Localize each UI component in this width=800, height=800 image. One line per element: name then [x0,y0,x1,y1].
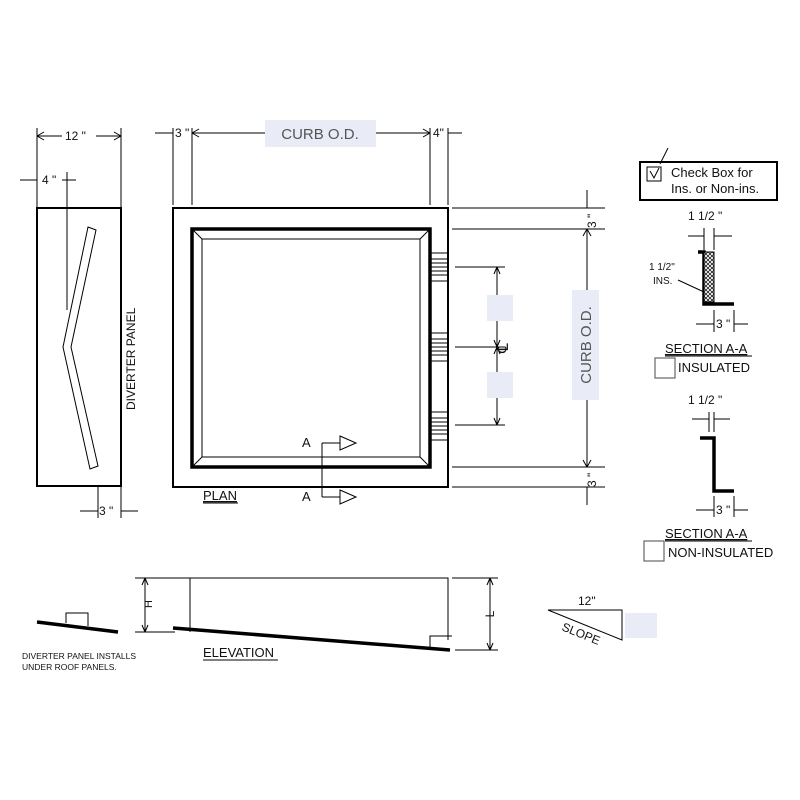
diverter-dim-width: 12 " [65,129,86,143]
hinge-bottom [429,411,449,441]
hinge-middle [429,332,449,362]
install-note-line1: DIVERTER PANEL INSTALLS [22,651,136,661]
plan-opening [201,238,421,458]
slope-triangle [547,609,623,641]
elevation-dim-l: L [483,610,497,617]
insulated-checkbox[interactable] [654,357,676,379]
elevation-dim-h: H [143,600,155,608]
section-insulated: 1 1/2 " 1 1/2" INS. 3 " SECTION A-A INSU… [649,209,752,379]
insulation-hatch [703,251,715,303]
section-marker-bottom: A [302,489,311,504]
nonins-dim-bottom: 3 " [716,503,730,517]
insulated-option-label: INSULATED [678,360,750,375]
diverter-dim-inset: 4 " [42,173,56,187]
plan-dim-right: 4" [433,126,444,140]
plan-dim-bottom-right: 3 " [585,473,599,487]
legend-text-line1: Check Box for [671,165,753,180]
elevation-view: H L ELEVATION DIVERTER PANEL INSTALLS UN… [22,577,498,672]
diverter-panel-outline [36,207,122,487]
elevation-base [172,626,451,652]
diverter-dim-bottom: 3 " [99,504,113,518]
slope-indicator: 12" SLOPE [547,594,657,648]
nonins-section-profile [700,436,734,493]
ins-dim-top: 1 1/2 " [688,209,722,223]
elevation-title: ELEVATION [203,645,274,660]
slope-rise-field[interactable] [625,613,657,638]
ins-label-line1: 1 1/2" [649,262,675,273]
section-noninsulated: 1 1/2 " 3 " SECTION A-A NON-INSULATED [643,393,773,562]
plan-dim-left: 3 " [175,126,189,140]
curb-od-top-label: CURB O.D. [281,126,359,143]
ins-section-profile [698,250,734,306]
plan-inner-frame [190,227,432,469]
legend-box [639,161,778,201]
ins-dim-bottom: 3 " [716,317,730,331]
hinge-spacing-field-bottom[interactable] [487,372,513,398]
centerline-symbol: ℄ [495,343,512,354]
diverter-blade [62,226,99,470]
ins-label-line2: INS. [653,276,672,287]
plan-title: PLAN [203,488,237,503]
install-note-line2: UNDER ROOF PANELS. [22,662,117,672]
slope-label: SLOPE [560,620,602,648]
curb-od-right-field[interactable] [572,290,599,400]
nonins-section-title: SECTION A-A [665,526,748,541]
legend-checkbox[interactable] [646,166,662,182]
ins-section-title: SECTION A-A [665,341,748,356]
curb-od-right-label: CURB O.D. [578,306,595,384]
plan-view: ℄ 3 " CURB O.D. 4" 3 " CURB O.D. 3 " [155,120,605,505]
check-icon [649,167,660,180]
plan-dim-top-right: 3 " [585,214,599,228]
noninsulated-checkbox[interactable] [643,540,665,562]
hinge-top [429,252,449,282]
slope-run: 12" [578,594,596,608]
section-marker-top: A [302,435,311,450]
diverter-panel-view: 12 " 4 " 3 " DIVERTER PANEL [20,128,138,518]
hinge-spacing-field-top[interactable] [487,295,513,321]
noninsulated-option-label: NON-INSULATED [668,545,773,560]
legend-text-line2: Ins. or Non-ins. [671,181,759,196]
curb-od-top-field[interactable] [265,120,376,147]
elevation-body [189,577,449,640]
checkbox-legend: Check Box for Ins. or Non-ins. [639,147,778,201]
nonins-dim-top: 1 1/2 " [688,393,722,407]
diverter-panel-label: DIVERTER PANEL [124,307,138,410]
